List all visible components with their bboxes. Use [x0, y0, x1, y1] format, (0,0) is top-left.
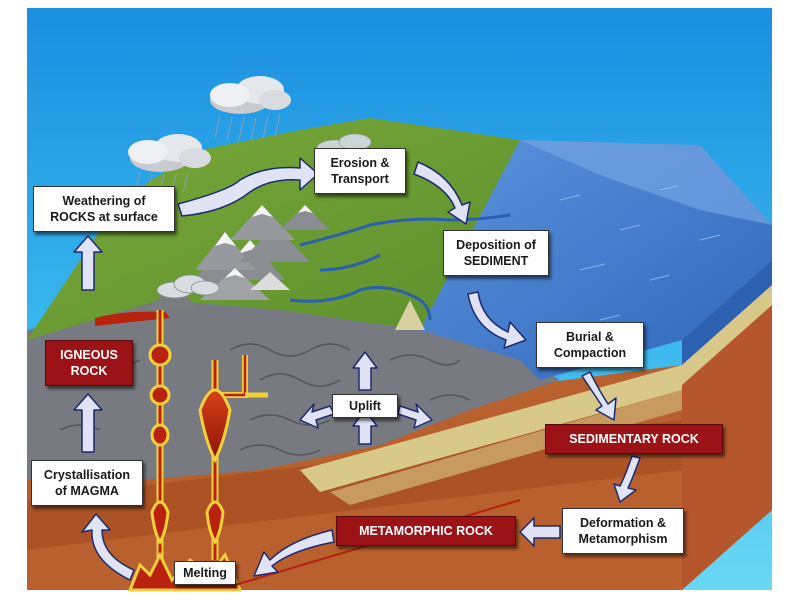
label-deformation-metamorphism: Deformation & Metamorphism: [562, 508, 684, 554]
rivers: [289, 213, 511, 321]
arrow-uplift-up: [352, 351, 378, 391]
arrow-uplift-down: [352, 409, 378, 445]
rain-upper: [214, 113, 281, 141]
label-melting: Melting: [174, 561, 236, 585]
delta-sediment: [395, 300, 425, 330]
label-crystallisation: Crystallisation of MAGMA: [31, 460, 143, 506]
label-uplift: Uplift: [332, 394, 398, 418]
arrow-metamorphic-to-melting: [253, 529, 335, 577]
magma-chambers: [148, 343, 232, 545]
arrow-sedimentary-to-deformation: [613, 455, 641, 503]
arrow-crystallisation-to-igneous: [73, 393, 103, 453]
arrow-weathering-to-erosion: [177, 157, 319, 217]
rain-cloud-upper: [210, 76, 291, 114]
sediment-layer: [300, 365, 682, 492]
ocean-ripples: [559, 185, 721, 321]
rain-cloud-lower: [128, 134, 211, 172]
block-right-face-water: [682, 260, 772, 365]
lava-flow: [95, 311, 170, 326]
block-right-face-sand: [682, 285, 772, 385]
label-metamorphic-rock: METAMORPHIC ROCK: [336, 516, 516, 546]
label-sedimentary-rock: SEDIMENTARY ROCK: [545, 424, 723, 454]
arrow-melting-to-crystallisation: [81, 513, 135, 581]
arrow-igneous-to-weathering: [73, 235, 103, 291]
arrow-deposition-to-burial: [467, 291, 527, 349]
arrow-erosion-to-deposition: [413, 161, 471, 225]
arrow-deformation-to-metamorphic: [519, 517, 561, 547]
label-erosion-transport: Erosion & Transport: [314, 148, 406, 194]
arrow-uplift-right: [397, 403, 433, 429]
volcanic-smoke: [156, 274, 220, 299]
cycle-arrows: [73, 157, 641, 581]
label-deposition: Deposition of SEDIMENT: [443, 230, 549, 276]
ocean-shelf: [520, 140, 772, 225]
arrow-uplift-left: [299, 403, 335, 429]
sediment-layer-2: [330, 390, 682, 505]
arrow-burial-to-sedimentary: [581, 371, 617, 421]
label-weathering: Weathering of ROCKS at surface: [33, 186, 175, 232]
label-igneous-rock: IGNEOUS ROCK: [45, 340, 133, 386]
label-burial-compaction: Burial & Compaction: [536, 322, 644, 368]
